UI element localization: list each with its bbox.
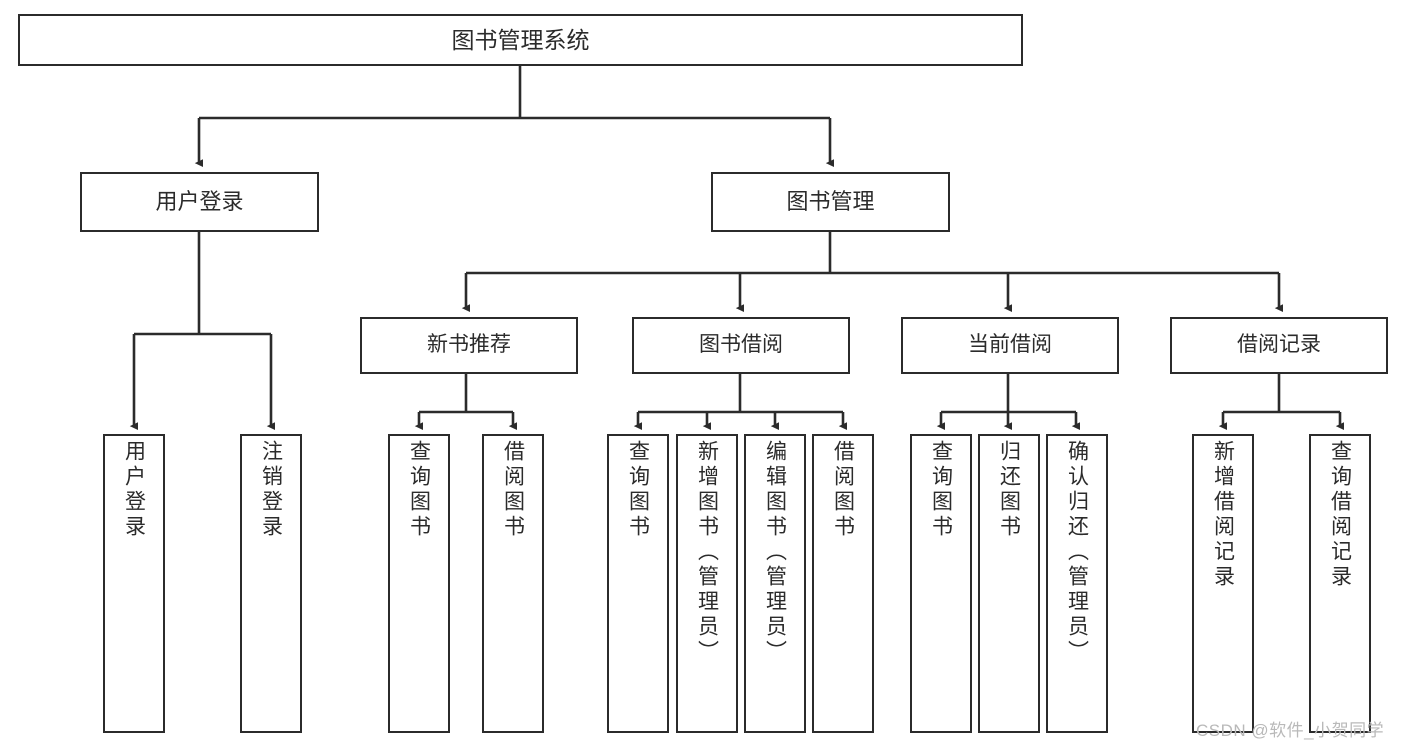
node-label: 借阅图书 xyxy=(831,440,855,540)
node-label: 归还图书 xyxy=(997,440,1021,540)
node-label: 注销登录 xyxy=(259,440,283,540)
leaf-record-add-record[interactable]: 新增借阅记录 xyxy=(1192,434,1254,733)
leaf-current-return-book[interactable]: 归还图书 xyxy=(978,434,1040,733)
node-user-login[interactable]: 用户登录 xyxy=(80,172,319,232)
node-label: 新增借阅记录 xyxy=(1211,440,1235,590)
node-label: 图书管理 xyxy=(786,189,875,215)
leaf-borrow-edit-book[interactable]: 编辑图书（管理员） xyxy=(744,434,806,733)
node-book-borrow[interactable]: 图书借阅 xyxy=(632,317,850,374)
node-label: 用户登录 xyxy=(122,440,146,540)
leaf-user-login-logout[interactable]: 注销登录 xyxy=(240,434,302,733)
node-label: 查询图书 xyxy=(407,440,431,540)
node-borrow-record[interactable]: 借阅记录 xyxy=(1170,317,1388,374)
leaf-borrow-query-book[interactable]: 查询图书 xyxy=(607,434,669,733)
node-label: 新增图书（管理员） xyxy=(695,440,719,665)
node-label: 图书管理系统 xyxy=(451,26,590,53)
leaf-user-login-login[interactable]: 用户登录 xyxy=(103,434,165,733)
node-label: 新书推荐 xyxy=(427,333,511,357)
node-new-book-recommend[interactable]: 新书推荐 xyxy=(360,317,578,374)
node-label: 借阅图书 xyxy=(501,440,525,540)
leaf-borrow-add-book[interactable]: 新增图书（管理员） xyxy=(676,434,738,733)
leaf-current-query-book[interactable]: 查询图书 xyxy=(910,434,972,733)
node-label: 编辑图书（管理员） xyxy=(763,440,787,665)
leaf-current-confirm-return[interactable]: 确认归还（管理员） xyxy=(1046,434,1108,733)
node-label: 确认归还（管理员） xyxy=(1065,440,1089,665)
leaf-borrow-borrow-book[interactable]: 借阅图书 xyxy=(812,434,874,733)
node-label: 图书借阅 xyxy=(699,333,783,357)
leaf-recommend-borrow-book[interactable]: 借阅图书 xyxy=(482,434,544,733)
node-label: 查询借阅记录 xyxy=(1328,440,1352,590)
leaf-recommend-query-book[interactable]: 查询图书 xyxy=(388,434,450,733)
node-label: 用户登录 xyxy=(155,189,244,215)
node-root-system[interactable]: 图书管理系统 xyxy=(18,14,1023,66)
node-label: 查询图书 xyxy=(626,440,650,540)
node-book-management[interactable]: 图书管理 xyxy=(711,172,950,232)
leaf-record-query-record[interactable]: 查询借阅记录 xyxy=(1309,434,1371,733)
watermark-text: CSDN @软件_小贺同学 xyxy=(1196,721,1385,740)
node-label: 当前借阅 xyxy=(968,333,1052,357)
node-label: 借阅记录 xyxy=(1237,333,1321,357)
node-label: 查询图书 xyxy=(929,440,953,540)
node-current-borrow[interactable]: 当前借阅 xyxy=(901,317,1119,374)
